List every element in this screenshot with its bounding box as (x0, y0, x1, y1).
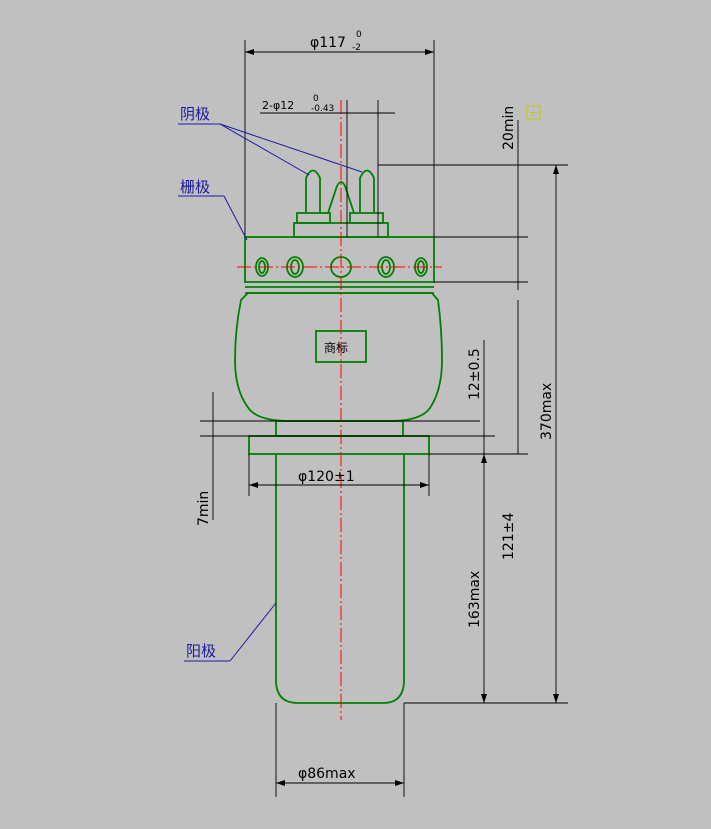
dim-flange-gap: 7min (196, 491, 212, 526)
dim-top-width-upper: 0 (356, 30, 362, 40)
grid-terminal-peak (327, 181, 355, 214)
leader-lines (178, 123, 363, 662)
dim-anode-length: 163max (467, 571, 483, 628)
snap-marker-icon (526, 105, 541, 120)
center-lines (237, 100, 442, 720)
anode-leader (229, 602, 277, 662)
cathode-leader (219, 123, 310, 176)
label-anode: 阳极 (186, 642, 216, 660)
cathode-leader (219, 123, 363, 173)
dimension-lines (200, 40, 568, 797)
dim-top-width-lower: -2 (352, 43, 361, 53)
cathode-pin-right (359, 169, 375, 213)
cathode-pin-left (305, 169, 321, 213)
dim-flange-diameter: φ120±1 (298, 469, 355, 485)
dim-anode-diameter: φ86max (298, 766, 356, 782)
label-grid: 栅极 (180, 178, 210, 196)
grid-leader (223, 195, 248, 241)
dim-pin-clearance: 20min (501, 106, 517, 150)
dim-top-width: φ117 (310, 35, 346, 51)
grid-ring (244, 236, 435, 283)
dim-anode-to-flange: 121±4 (501, 513, 517, 560)
label-trademark: 商标 (324, 340, 348, 355)
dim-pin-upper: 0 (313, 94, 319, 104)
dim-flange-thickness: 12±0.5 (467, 348, 483, 400)
dim-pin-lower: -0.43 (311, 104, 334, 114)
label-cathode: 阴极 (180, 105, 210, 123)
dim-pin-spec: 2-φ12 (262, 99, 294, 112)
dim-total-height: 370max (539, 383, 555, 440)
